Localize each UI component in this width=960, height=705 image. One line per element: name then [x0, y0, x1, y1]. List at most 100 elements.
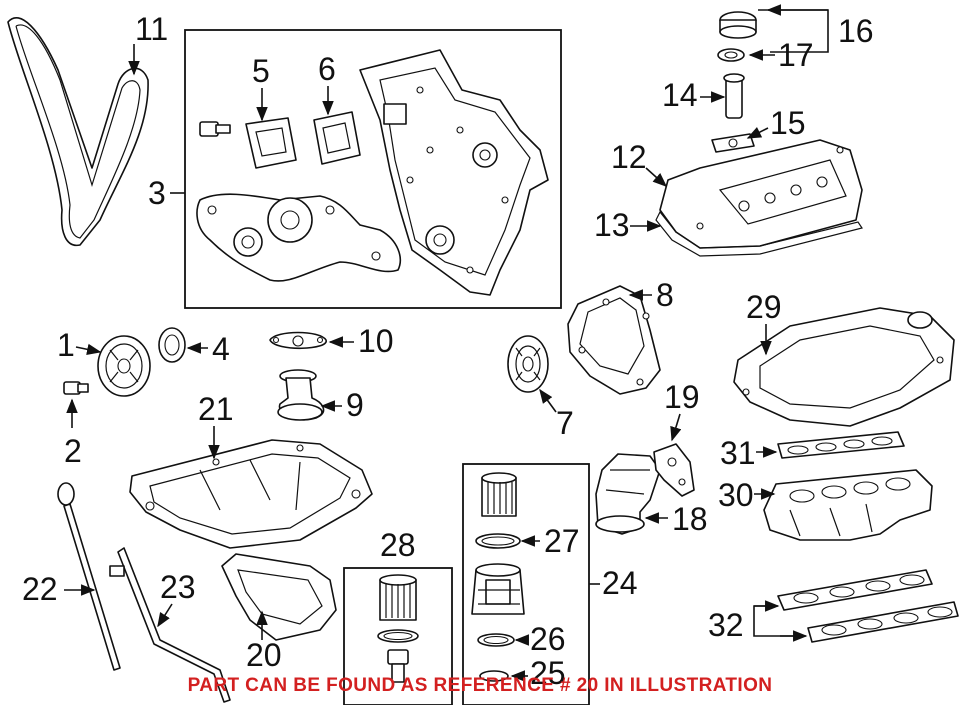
callout-28: 28	[380, 527, 416, 563]
callout-4: 4	[186, 331, 230, 367]
reference-note: PART CAN BE FOUND AS REFERENCE # 20 IN I…	[187, 675, 773, 696]
callout-13-label: 13	[594, 207, 630, 243]
timing-cover	[359, 49, 549, 296]
callout-24: 24	[589, 565, 638, 601]
callout-26-label: 26	[530, 621, 566, 657]
o-ring-27	[475, 533, 521, 549]
callout-18-label: 18	[672, 501, 708, 537]
callout-3-label: 3	[148, 175, 166, 211]
callout-4-label: 4	[212, 331, 230, 367]
oil-strainer-gasket	[269, 331, 327, 350]
drain-plug-28	[387, 649, 409, 683]
callout-15-label: 15	[770, 105, 806, 141]
callout-1-label: 1	[57, 327, 75, 363]
callout-6: 6	[318, 51, 336, 116]
timing-chain	[7, 16, 149, 247]
callout-26: 26	[514, 621, 566, 657]
intake-manifold-lower	[763, 469, 933, 541]
gasket-6	[313, 111, 361, 165]
o-ring-28	[377, 629, 419, 643]
oil-pump-cover	[567, 285, 661, 395]
callout-16-label: 16	[838, 13, 874, 49]
callout-18: 18	[644, 501, 708, 537]
oil-filter-housing	[595, 453, 661, 535]
callout-6-label: 6	[318, 51, 336, 87]
callout-20-label: 20	[246, 637, 282, 673]
pulley-bolt	[63, 381, 89, 395]
group-box-28	[343, 567, 453, 705]
callout-11: 11	[128, 11, 168, 76]
callout-20: 20	[246, 610, 282, 673]
callout-7-label: 7	[556, 405, 574, 441]
callout-12: 12	[611, 139, 668, 187]
callout-23-label: 23	[160, 569, 196, 605]
oil-filler-neck	[723, 73, 745, 119]
callout-31: 31	[720, 435, 778, 471]
callout-9-label: 9	[346, 387, 364, 423]
callout-11-label: 11	[135, 11, 168, 47]
callout-13: 13	[594, 207, 662, 243]
callout-9: 9	[320, 387, 364, 423]
callout-27: 27	[520, 523, 580, 559]
callout-25: 25	[510, 655, 566, 691]
o-ring-25	[479, 670, 509, 682]
intake-manifold-upper	[733, 307, 955, 427]
callout-24-label: 24	[602, 565, 638, 601]
callout-30: 30	[718, 477, 776, 513]
valve-cover-gasket	[655, 210, 863, 257]
callout-17: 17	[748, 37, 814, 73]
callout-14-label: 14	[662, 77, 698, 113]
callout-16: 16	[758, 4, 874, 53]
oil-filter-element	[481, 472, 517, 517]
callout-12-label: 12	[611, 139, 647, 175]
neck-gasket	[711, 133, 755, 153]
intake-gasket-31	[777, 431, 905, 459]
callout-31-label: 31	[720, 435, 756, 471]
callout-21: 21	[198, 391, 234, 460]
oil-pan-lower	[221, 553, 337, 641]
callout-2-label: 2	[64, 433, 82, 469]
callout-1: 1	[57, 327, 102, 363]
callout-7: 7	[539, 388, 574, 441]
callout-22-label: 22	[22, 571, 58, 607]
callout-14: 14	[662, 77, 726, 113]
callout-32: 32	[708, 600, 808, 643]
oil-strainer	[277, 369, 325, 421]
callout-3: 3	[148, 175, 185, 211]
callout-8: 8	[628, 277, 674, 313]
bolt	[199, 121, 231, 137]
group-box-3	[184, 29, 562, 309]
oil-filler-cap	[719, 11, 757, 39]
callout-15: 15	[746, 105, 806, 141]
callout-30-label: 30	[718, 477, 754, 513]
o-ring-26	[477, 633, 515, 647]
gasket-5	[245, 117, 297, 169]
callout-5: 5	[252, 53, 270, 122]
callout-19: 19	[664, 379, 700, 442]
dipstick-tube	[109, 547, 231, 703]
crankshaft-pulley	[97, 335, 151, 397]
exhaust-gasket-lower	[807, 601, 959, 643]
oil-filter-cap	[471, 563, 525, 615]
callout-2: 2	[64, 398, 82, 469]
callout-29: 29	[746, 289, 782, 356]
oil-pan-upper	[129, 439, 373, 549]
callout-27-label: 27	[544, 523, 580, 559]
callout-5-label: 5	[252, 53, 270, 89]
front-seal	[158, 327, 186, 363]
exhaust-gasket-upper	[777, 569, 933, 611]
callout-25-label: 25	[530, 655, 566, 691]
cap-gasket	[717, 48, 745, 62]
callout-10-label: 10	[358, 323, 394, 359]
callout-32-label: 32	[708, 607, 744, 643]
callout-22: 22	[22, 571, 96, 607]
callout-17-label: 17	[778, 37, 814, 73]
water-pump	[196, 193, 402, 282]
oil-pump-rotor	[507, 335, 549, 393]
callout-23: 23	[157, 569, 196, 628]
callout-21-label: 21	[198, 391, 234, 427]
callout-10: 10	[328, 323, 394, 359]
callout-29-label: 29	[746, 289, 782, 325]
callout-28-label: 28	[380, 527, 416, 563]
